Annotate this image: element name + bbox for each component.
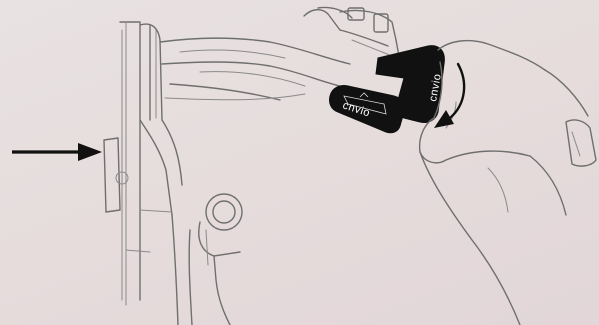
handlebar: [160, 38, 350, 100]
handlebar-mount: [104, 22, 192, 325]
adjust-knob: [199, 194, 242, 325]
hand: [420, 41, 596, 325]
direction-arrow-icon: [12, 143, 102, 161]
brake-lever: [304, 7, 400, 62]
cnvio-band: cnvio cnvio: [329, 46, 444, 133]
